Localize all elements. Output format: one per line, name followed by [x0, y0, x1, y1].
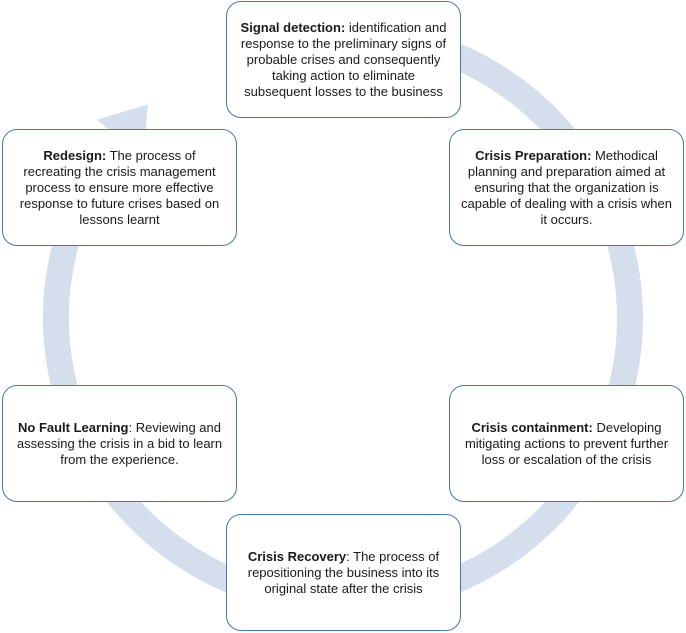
stage-title: No Fault Learning — [18, 419, 129, 435]
stage-no-fault-learning-text: No Fault Learning: Reviewing and assessi… — [13, 420, 226, 468]
stage-description: The process of recreating the crisis man… — [19, 147, 220, 227]
stage-title: Crisis Recovery — [247, 548, 347, 564]
stage-crisis-recovery: Crisis Recovery: The process of repositi… — [226, 514, 461, 631]
stage-description: : Reviewing and assessing the crisis in … — [16, 419, 223, 467]
stage-title: Signal detection: — [240, 19, 346, 35]
stage-redesign-text: Redesign: The process of recreating the … — [13, 148, 226, 228]
stage-description: Developing mitigating actions to prevent… — [464, 419, 669, 467]
stage-signal-detection-text: Signal detection: identification and res… — [237, 20, 450, 100]
stage-title: Crisis containment: — [471, 419, 593, 435]
stage-description: Methodical planning and preparation aime… — [460, 147, 672, 227]
stage-redesign: Redesign: The process of recreating the … — [2, 129, 237, 246]
stage-description: : The process of repositioning the busin… — [247, 548, 440, 596]
stage-title: Crisis Preparation: — [475, 147, 592, 163]
stage-crisis-containment: Crisis containment: Developing mitigatin… — [449, 385, 684, 502]
stage-title: Redesign: — [43, 147, 107, 163]
stage-description: identification and response to the preli… — [240, 19, 447, 99]
stage-crisis-recovery-text: Crisis Recovery: The process of repositi… — [237, 549, 450, 597]
stage-crisis-preparation-text: Crisis Preparation: Methodical planning … — [460, 148, 673, 228]
stage-signal-detection: Signal detection: identification and res… — [226, 1, 461, 118]
stage-crisis-preparation: Crisis Preparation: Methodical planning … — [449, 129, 684, 246]
stage-no-fault-learning: No Fault Learning: Reviewing and assessi… — [2, 385, 237, 502]
stage-crisis-containment-text: Crisis containment: Developing mitigatin… — [460, 420, 673, 468]
